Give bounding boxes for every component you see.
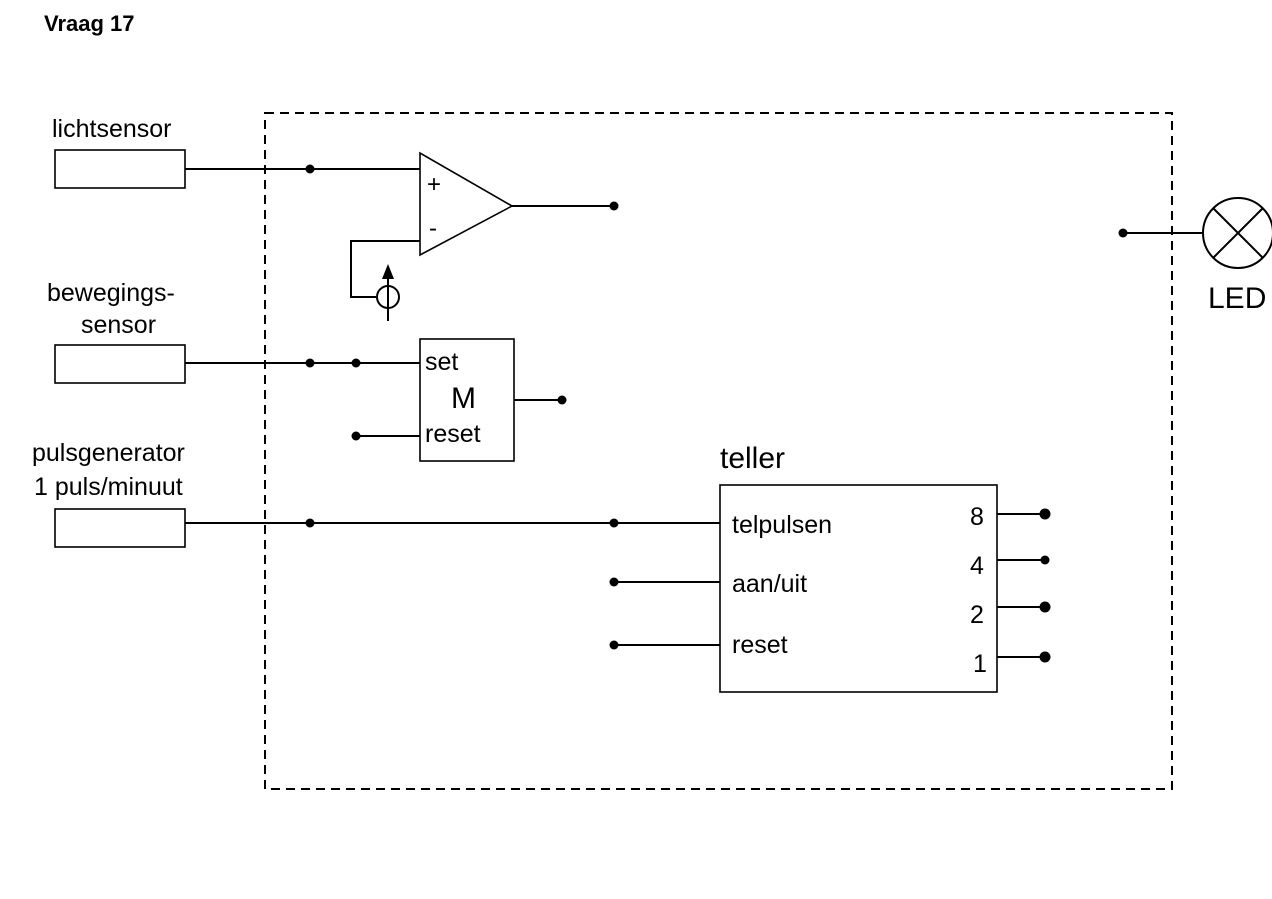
comparator-minus: - (429, 215, 437, 242)
question-title: Vraag 17 (44, 11, 135, 36)
motion-sensor-point[interactable] (305, 358, 315, 368)
memory-reset-label: reset (425, 420, 481, 448)
comparator-output-point[interactable] (609, 201, 619, 211)
motion-sensor-label-1: bewegings- (47, 279, 175, 307)
memory-output-point[interactable] (557, 395, 567, 405)
counter-pulses-point[interactable] (609, 518, 619, 528)
counter-output-1-label: 1 (973, 650, 987, 678)
pulse-generator-label-1: pulsgenerator (32, 439, 185, 467)
led-cross-line-2 (1212, 207, 1264, 259)
counter-input-pulses: telpulsen (732, 511, 832, 539)
led-label: LED (1208, 282, 1266, 315)
comparator-plus: + (427, 171, 441, 198)
pulse-generator-point[interactable] (305, 518, 315, 528)
counter-output-4-label: 4 (970, 552, 984, 580)
processing-area (264, 112, 1173, 790)
comparator-triangle (419, 151, 514, 257)
motion-sensor-block (54, 344, 186, 384)
counter-output-8-point[interactable] (1039, 508, 1051, 520)
light-sensor-label: lichtsensor (52, 115, 172, 143)
reference-wire (350, 240, 420, 298)
pulse-generator-label-2: 1 puls/minuut (34, 473, 183, 501)
counter-onoff-point[interactable] (609, 577, 619, 587)
memory-reset-point[interactable] (351, 431, 361, 441)
motion-sensor-label-2: sensor (81, 311, 156, 339)
light-sensor-point[interactable] (305, 164, 315, 174)
counter-output-1-point[interactable] (1039, 651, 1051, 663)
led-input-point[interactable] (1118, 228, 1128, 238)
memory-set-label: set (425, 348, 458, 376)
adjust-arrow-icon (382, 264, 394, 279)
memory-label: M (451, 382, 476, 415)
counter-output-2-point[interactable] (1039, 601, 1051, 613)
pulse-generator-block (54, 508, 186, 548)
memory-set-point[interactable] (351, 358, 361, 368)
counter-output-2-label: 2 (970, 601, 984, 629)
light-sensor-block (54, 149, 186, 189)
counter-input-onoff: aan/uit (732, 570, 807, 598)
counter-input-reset: reset (732, 631, 788, 659)
counter-output-4-point[interactable] (1040, 555, 1050, 565)
counter-reset-point[interactable] (609, 640, 619, 650)
counter-output-8-label: 8 (970, 503, 984, 531)
counter-block (719, 484, 998, 693)
counter-title: teller (720, 442, 785, 475)
